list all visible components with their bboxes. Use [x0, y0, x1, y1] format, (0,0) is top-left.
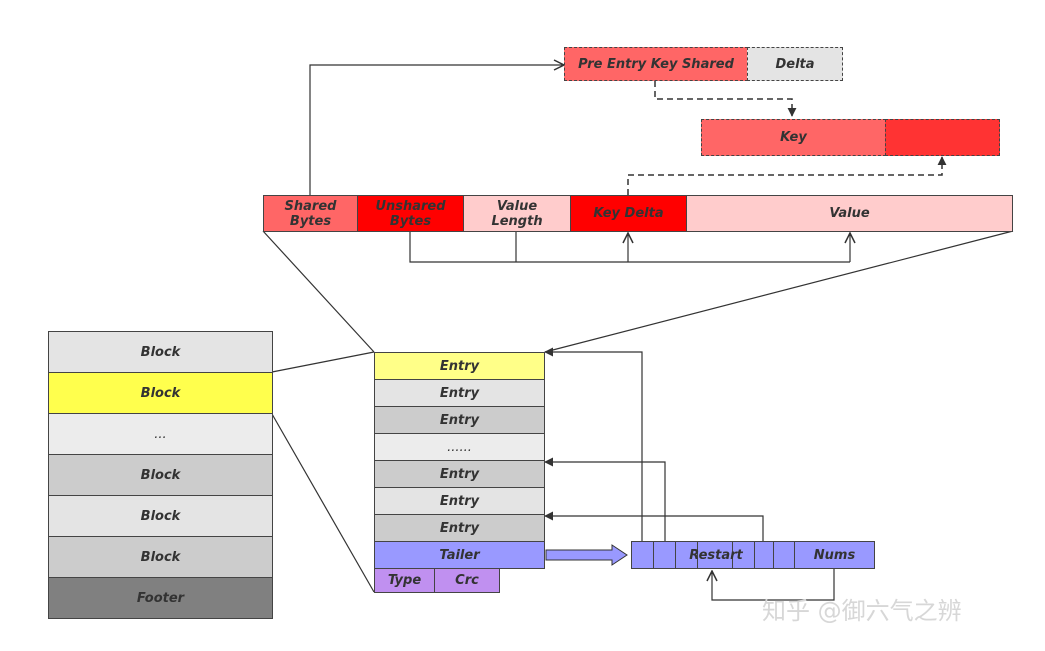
- field-value: Value: [686, 195, 1013, 232]
- file-row-block: Block: [48, 536, 273, 578]
- file-row-footer: Footer: [48, 577, 273, 619]
- tailer-type: Type: [374, 568, 435, 593]
- tailer-to-restart-arrow: [545, 544, 628, 566]
- restart-pointer-3: [544, 511, 764, 541]
- entry-ellipsis: ......: [374, 433, 545, 461]
- restart-slot: [697, 541, 733, 569]
- tailer: Tailer: [374, 541, 545, 569]
- restart-slot: [773, 541, 795, 569]
- field-shared-bytes: Shared Bytes: [263, 195, 358, 232]
- field-unshared-bytes: Unshared Bytes: [357, 195, 464, 232]
- restart-nums: Nums: [794, 541, 875, 569]
- entry: Entry: [374, 406, 545, 434]
- file-row-block: Block: [48, 495, 273, 537]
- delta: Delta: [747, 47, 843, 81]
- entry: Entry: [374, 514, 545, 542]
- key-delta-part: [885, 119, 1000, 156]
- field-value-length: Value Length: [463, 195, 571, 232]
- zoom-line-block-top: [271, 351, 375, 373]
- restart-pointer-2: [544, 457, 666, 541]
- entry: Entry: [374, 487, 545, 515]
- entry: Entry: [374, 379, 545, 407]
- restart-slot: [754, 541, 774, 569]
- arrow-shared-to-prefix: [309, 65, 564, 195]
- dashed-arrow-to-key: [654, 81, 797, 117]
- dashed-arrow-key-delta-to-key: [627, 156, 947, 195]
- pre-entry-key-shared: Pre Entry Key Shared: [564, 47, 748, 81]
- restart-slot: [631, 541, 654, 569]
- file-row-ellipsis: ...: [48, 413, 273, 455]
- file-row-block-highlighted: Block: [48, 372, 273, 414]
- key-shared-part: Key: [701, 119, 886, 156]
- entry: Entry: [374, 460, 545, 488]
- restart-pointer-1: [544, 347, 643, 541]
- file-row-block: Block: [48, 454, 273, 496]
- watermark: 知乎 @御六气之辨: [762, 597, 962, 625]
- zoom-line-entry-right: [544, 230, 1014, 353]
- file-row-block: Block: [48, 331, 273, 373]
- restart-slot: [653, 541, 676, 569]
- bracket-field-lengths: [409, 231, 850, 263]
- restart-label: Restart: [689, 547, 743, 563]
- zoom-line-entry-left: [262, 230, 375, 353]
- field-key-delta: Key Delta: [570, 195, 687, 232]
- entry-highlighted: Entry: [374, 352, 545, 380]
- zoom-line-block-bottom: [271, 413, 375, 593]
- tailer-crc: Crc: [434, 568, 500, 593]
